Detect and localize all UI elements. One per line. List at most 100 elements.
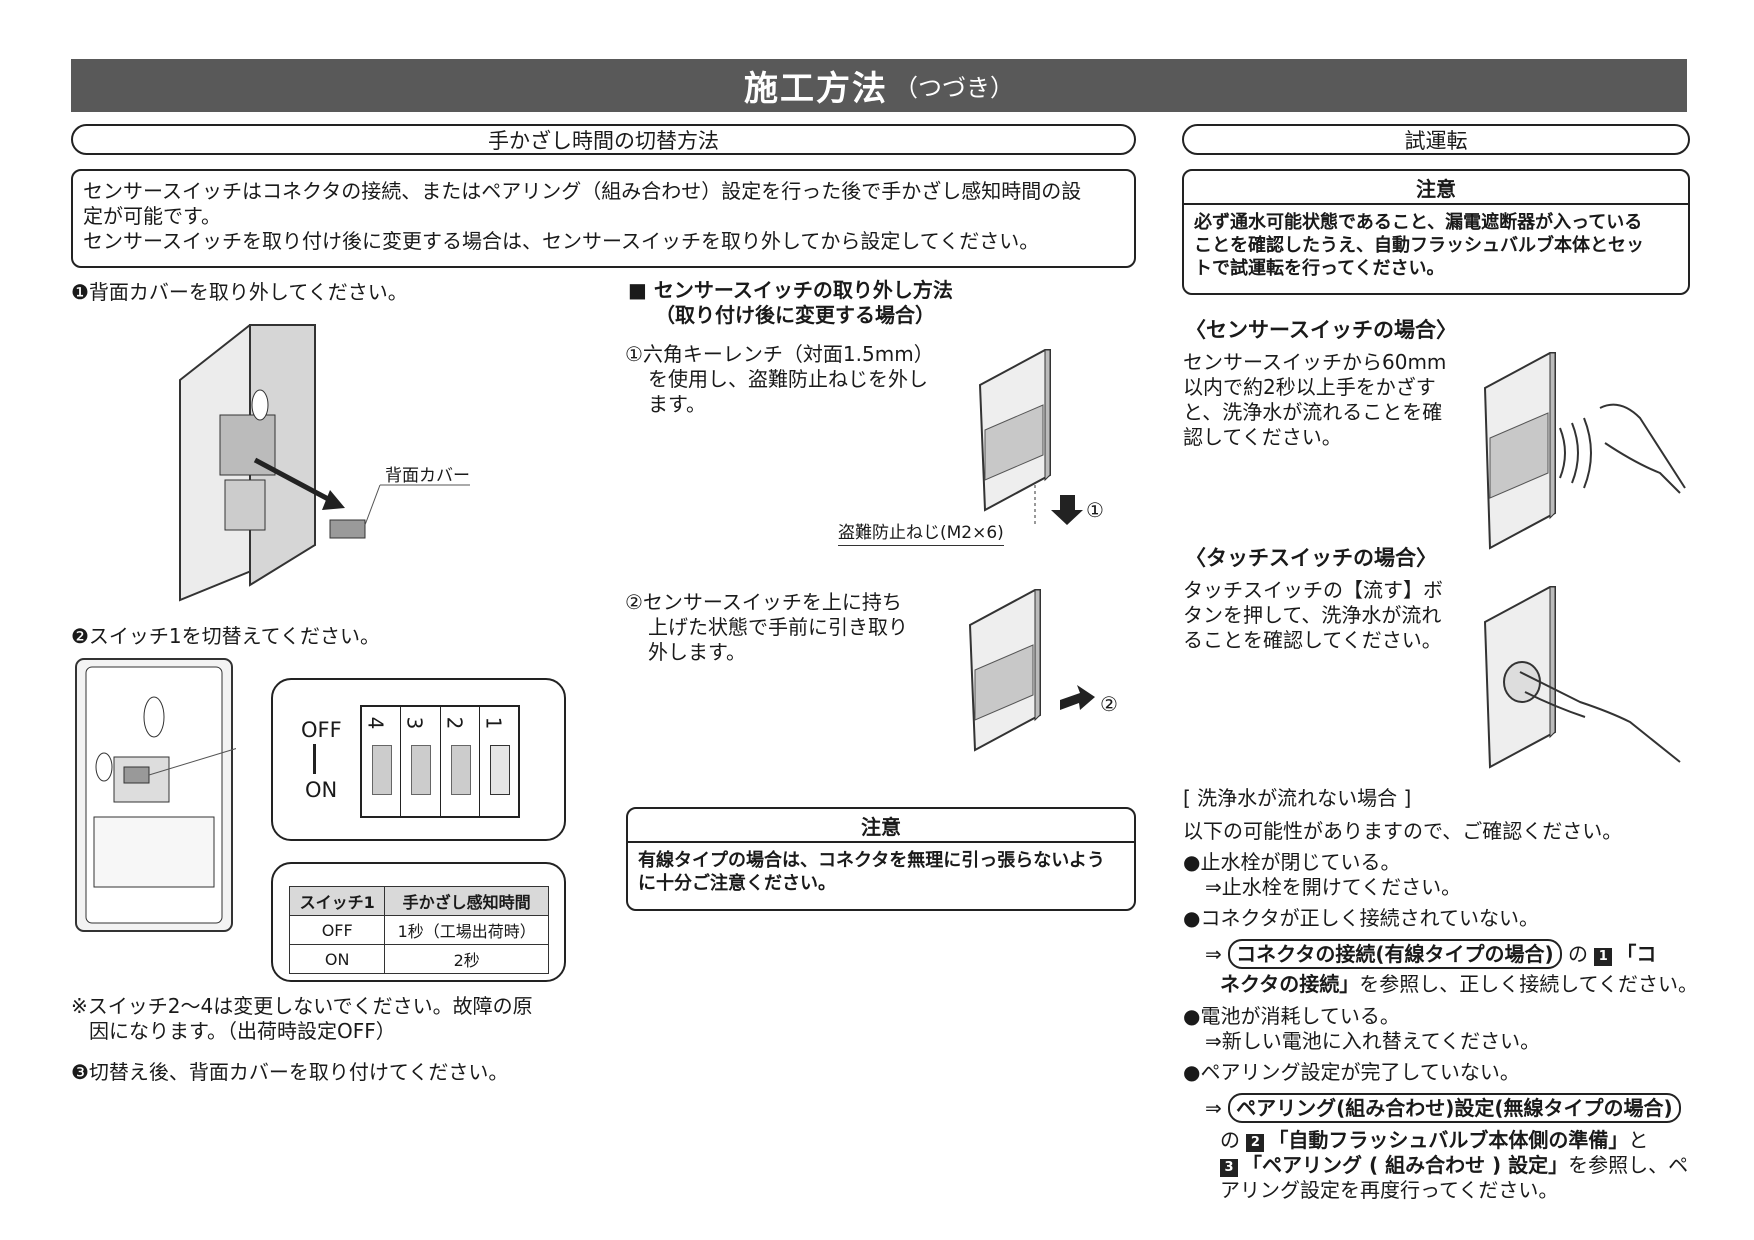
sensor-line-3: と、洗浄水が流れることを確	[1183, 400, 1443, 424]
table-header-switch: スイッチ1	[288, 886, 386, 916]
cause-2: ●コネクタが正しく接続されていない。	[1183, 906, 1540, 930]
removal-mark-1: ①	[1086, 498, 1104, 522]
table-cell: 2秒	[384, 944, 549, 974]
fix-2-line-2: ネクタの接続」を参照し、正しく接続してください。	[1220, 972, 1698, 997]
page-title-bar: 施工方法 （つづき）	[71, 59, 1687, 112]
touch-line-2: タンを押して、洗浄水が流れ	[1183, 603, 1442, 627]
fix-4-to: と	[1628, 1128, 1649, 1152]
fix-4-arrow: ⇒	[1205, 1096, 1222, 1120]
section-title-text: 手かざし時間の切替方法	[488, 128, 719, 153]
caution-box-test-run: 注意 必ず通水可能状態であること、漏電遮断器が入っている ことを確認したうえ、自…	[1182, 169, 1690, 295]
removal-step-2-line-3: 外します。	[648, 640, 746, 664]
switch-note-line-1: ※スイッチ2〜4は変更しないでください。故障の原	[71, 994, 533, 1018]
caution-line-2: ことを確認したうえ、自動フラッシュバルブ本体とセッ	[1194, 235, 1644, 256]
dip-switch-3: 3	[401, 707, 441, 816]
section-title-test-run: 試運転	[1182, 124, 1690, 155]
removal-title-line-2: （取り付け後に変更する場合）	[655, 303, 935, 327]
dip-off-label: OFF	[301, 718, 342, 742]
fix-2-rest: を参照し、正しく接続してください。	[1359, 972, 1699, 996]
back-cover-illustration	[179, 324, 470, 602]
sensor-hand-illustration	[1483, 352, 1686, 550]
section-number-2: 2	[1246, 1134, 1265, 1152]
intro-line-3: センサースイッチを取り付け後に変更する場合は、センサースイッチを取り外してから設…	[83, 229, 1040, 253]
page-subtitle: （つづき）	[894, 74, 1014, 102]
touch-line-3: ることを確認してください。	[1183, 628, 1442, 652]
trouble-heading: [ 洗浄水が流れない場合 ]	[1183, 786, 1412, 810]
removal-step-2-line-1: ②センサースイッチを上に持ち	[625, 590, 902, 614]
step-1-text: ❶背面カバーを取り外してください。	[71, 280, 408, 304]
table-row: OFF 1秒（工場出荷時）	[288, 915, 549, 945]
intro-line-2: 定が可能です。	[83, 204, 221, 228]
table-cell: OFF	[288, 915, 386, 945]
caution-line-1: 必ず通水可能状態であること、漏電遮断器が入っている	[1194, 212, 1643, 233]
switch-note-line-2: 因になります。（出荷時設定OFF）	[89, 1019, 396, 1043]
removal-step-2-line-2: 上げた状態で手前に引き取り	[648, 615, 908, 639]
removal-title-line-1: ■ センサースイッチの取り外し方法	[628, 278, 953, 302]
sensor-line-4: 認してください。	[1183, 425, 1342, 449]
fix-2-reference-pill: コネクタの接続(有線タイプの場合)	[1228, 939, 1562, 969]
sensor-switch-pull-illustration	[968, 589, 1095, 752]
caution-title: 注意	[628, 809, 1134, 843]
dip-number-3: 3	[402, 716, 427, 730]
sensor-line-2: 以内で約2秒以上手をかざす	[1183, 375, 1436, 399]
step-2-text: ❷スイッチ1を切替えてください。	[71, 624, 381, 648]
table-row: ON 2秒	[288, 944, 549, 974]
removal-step-1-line-1: ①六角キーレンチ（対面1.5mm）	[625, 342, 934, 366]
fix-2-arrow: ⇒	[1205, 942, 1222, 966]
removal-mark-2: ②	[1100, 692, 1118, 716]
caution-box-wired: 注意 有線タイプの場合は、コネクタを無理に引っ張らないよう に十分ご注意ください…	[626, 807, 1136, 911]
removal-step-1-line-3: ます。	[648, 392, 706, 416]
table-cell: 1秒（工場出荷時）	[384, 915, 549, 945]
fix-4-line-1: ⇒ ペアリング(組み合わせ)設定(無線タイプの場合)	[1205, 1093, 1681, 1123]
dip-slider-1	[489, 745, 510, 795]
switch-table-box: スイッチ1 手かざし感知時間 OFF 1秒（工場出荷時） ON 2秒	[271, 862, 566, 982]
caution-title: 注意	[1184, 171, 1688, 205]
screw-label: 盗難防止ねじ(M2×6)	[838, 521, 1004, 546]
cause-4: ●ペアリング設定が完了していない。	[1183, 1060, 1520, 1084]
switch-setting-table: スイッチ1 手かざし感知時間 OFF 1秒（工場出荷時） ON 2秒	[288, 886, 549, 974]
touch-line-1: タッチスイッチの【流す】ボ	[1183, 578, 1443, 602]
fix-4-reference-pill: ペアリング(組み合わせ)設定(無線タイプの場合)	[1228, 1093, 1681, 1123]
fix-4-line-4: アリング設定を再度行ってください。	[1220, 1178, 1559, 1202]
device-interior-illustration	[75, 658, 236, 932]
caution-line-1: 有線タイプの場合は、コネクタを無理に引っ張らないよう	[638, 850, 1105, 871]
dip-slider-2	[450, 745, 471, 795]
fix-4-line-2: の 2「自動フラッシュバルブ本体側の準備」と	[1220, 1128, 1648, 1153]
fix-2-ref-part-2: ネクタの接続」	[1220, 972, 1360, 996]
table-cell: ON	[288, 944, 386, 974]
fix-4-ref-2: 「自動フラッシュバルブ本体側の準備」	[1268, 1128, 1629, 1152]
table-header-time: 手かざし感知時間	[384, 886, 549, 916]
dip-switch-2: 2	[441, 707, 480, 816]
removal-step-1-line-2: を使用し、盗難防止ねじを外し	[648, 367, 928, 391]
touch-hand-illustration	[1483, 586, 1681, 769]
dip-number-4: 4	[363, 716, 388, 730]
cause-1: ●止水栓が閉じている。	[1183, 850, 1401, 874]
sensor-switch-heading: 〈センサースイッチの場合〉	[1185, 318, 1457, 342]
dip-switch-block: 4 3 2 1	[360, 705, 520, 818]
sensor-switch-screw-illustration	[978, 349, 1083, 525]
page-title: 施工方法	[744, 69, 888, 109]
dip-number-2: 2	[441, 716, 466, 730]
dip-number-1: 1	[481, 716, 506, 730]
intro-box: センサースイッチはコネクタの接続、またはペアリング（組み合わせ）設定を行った後で…	[71, 169, 1136, 268]
section-title-hand-time: 手かざし時間の切替方法	[71, 124, 1136, 155]
step-3-text: ❸切替え後、背面カバーを取り付けてください。	[71, 1060, 509, 1084]
caution-line-3: トで試運転を行ってください。	[1194, 258, 1445, 279]
fix-2-line-1: ⇒ コネクタの接続(有線タイプの場合) の 1「コ	[1205, 939, 1656, 969]
fix-1: ⇒止水栓を開けてください。	[1205, 875, 1462, 899]
fix-4-rest-1: を参照し、ペ	[1568, 1153, 1689, 1177]
section-number-1: 1	[1594, 948, 1613, 966]
fix-4-line-3: 3「ペアリング ( 組み合わせ ) 設定」を参照し、ペ	[1220, 1153, 1688, 1178]
sensor-line-1: センサースイッチから60mm	[1183, 350, 1447, 374]
trouble-intro: 以下の可能性がありますので、ご確認ください。	[1183, 819, 1623, 843]
section-number-3: 3	[1220, 1159, 1238, 1177]
dip-arrow	[313, 744, 316, 774]
section-title-text: 試運転	[1404, 128, 1468, 153]
dip-on-label: ON	[305, 778, 338, 802]
cause-3: ●電池が消耗している。	[1183, 1004, 1400, 1028]
fix-4-no: の	[1220, 1128, 1240, 1152]
dip-switch-1: 1	[480, 707, 518, 816]
intro-line-1: センサースイッチはコネクタの接続、またはペアリング（組み合わせ）設定を行った後で…	[83, 179, 1082, 203]
fix-2-no: の	[1567, 942, 1588, 966]
fix-3: ⇒新しい電池に入れ替えてください。	[1205, 1029, 1541, 1053]
